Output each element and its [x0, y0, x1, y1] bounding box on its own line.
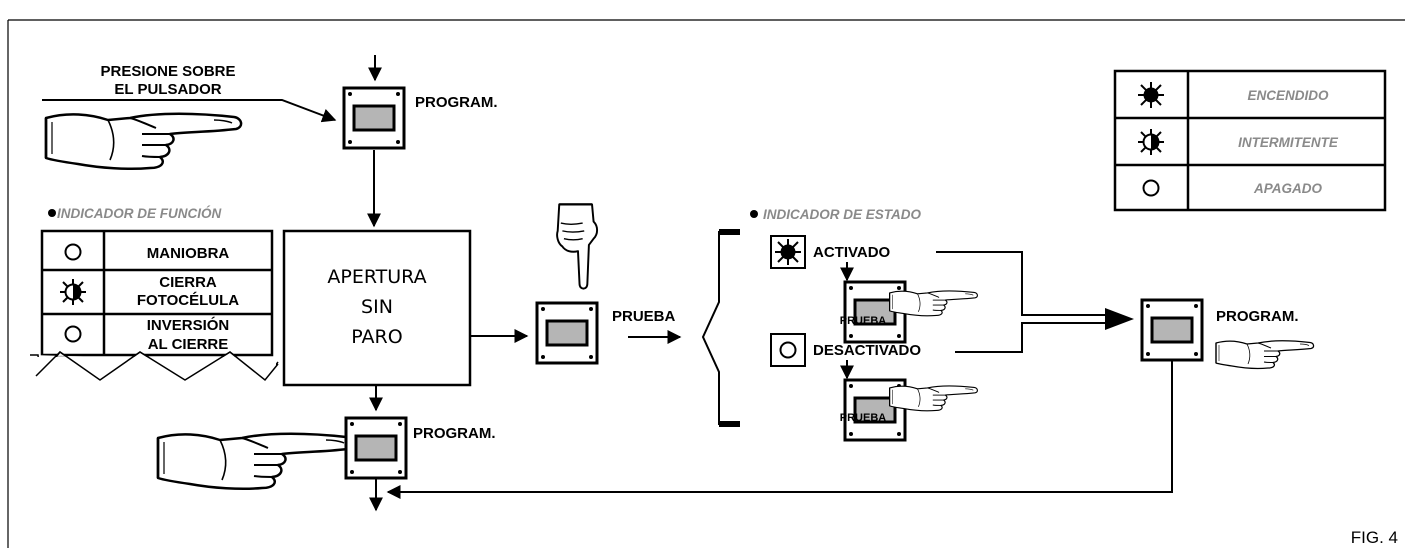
apertura-box	[282, 229, 472, 387]
led-off-icon	[64, 243, 82, 261]
pointing-hand-icon	[1215, 340, 1315, 370]
program-button-top[interactable]	[342, 86, 406, 150]
desactivado-connector	[955, 322, 1105, 353]
legend-label-3: APAGADO	[1253, 181, 1323, 196]
led-off-icon	[779, 341, 797, 359]
press-label-line1: PRESIONE SOBRE	[100, 63, 235, 80]
press-pointer-line	[42, 99, 337, 123]
figure-caption: FIG. 4	[1351, 528, 1398, 547]
prueba-label-small-2: PRUEBA	[840, 412, 887, 424]
function-indicator-title: INDICADOR DE FUNCIÓN	[57, 206, 221, 221]
activado-label: ACTIVADO	[813, 244, 891, 261]
desactivado-label: DESACTIVADO	[813, 342, 921, 359]
apertura-line3: PARO	[351, 326, 402, 348]
state-indicator-bullet	[750, 210, 758, 218]
apertura-line2: SIN	[361, 296, 393, 318]
led-blink-icon	[1137, 128, 1165, 156]
function-indicator-bullet	[48, 209, 56, 217]
prueba-button[interactable]	[535, 301, 599, 365]
pointing-hand-icon	[156, 432, 355, 491]
led-on-icon	[1137, 81, 1165, 109]
legend-label-1: ENCENDIDO	[1247, 88, 1329, 103]
function-row-3-label-line2: AL CIERRE	[148, 336, 229, 353]
press-label-line2: EL PULSADOR	[114, 81, 221, 98]
led-on-icon	[774, 238, 802, 266]
program-label-right: PROGRAM.	[1216, 308, 1299, 325]
led-off-icon	[1142, 179, 1160, 197]
return-line	[386, 360, 1173, 499]
function-row-3-label-line1: INVERSIÓN	[147, 316, 230, 334]
pointing-hand-icon	[889, 290, 978, 317]
prueba-label-main: PRUEBA	[612, 308, 676, 325]
state-bracket	[701, 231, 740, 425]
program-label-top: PROGRAM.	[415, 94, 498, 111]
pointing-hand-icon	[555, 203, 599, 290]
led-blink-icon	[59, 278, 87, 306]
state-indicator-title: INDICADOR DE ESTADO	[763, 207, 922, 222]
pointing-hand-icon	[44, 112, 243, 171]
apertura-line1: APERTURA	[327, 266, 426, 288]
legend-label-2: INTERMITENTE	[1238, 135, 1339, 150]
activado-connector	[936, 251, 1105, 316]
function-row-1-label: MANIOBRA	[147, 245, 230, 262]
program-label-bottom: PROGRAM.	[413, 425, 496, 442]
prueba-label-small-1: PRUEBA	[840, 315, 887, 327]
program-button-right[interactable]	[1140, 298, 1204, 362]
function-row-2-label-line2: FOTOCÉLULA	[137, 292, 239, 309]
desactivado-led-box	[770, 333, 806, 367]
merge-arrowhead	[1105, 308, 1134, 330]
pointing-hand-icon	[889, 385, 978, 412]
program-button-bottom[interactable]	[344, 416, 408, 480]
led-off-icon	[64, 325, 82, 343]
function-row-2-label-line1: CIERRA	[159, 274, 217, 291]
